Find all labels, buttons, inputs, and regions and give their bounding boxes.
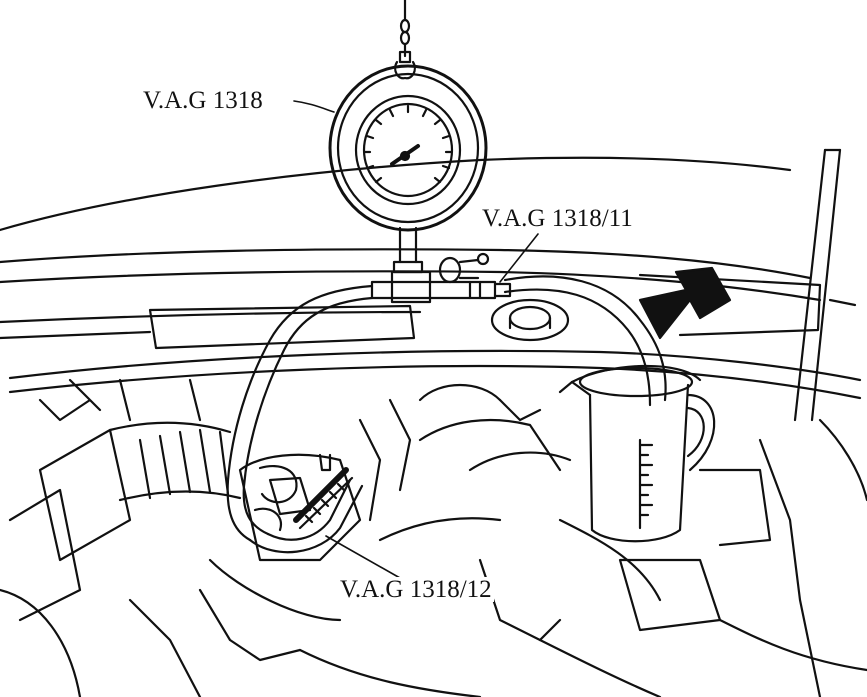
leader-adapter12 <box>325 535 401 579</box>
leader-adapter11 <box>499 233 539 283</box>
adapter-1318-11 <box>370 252 512 304</box>
hanger-chain <box>394 0 416 80</box>
adapter-11-label: V.A.G 1318/11 <box>480 205 635 232</box>
engine-components <box>0 298 867 697</box>
pressure-gauge <box>328 64 488 274</box>
gauge-label: V.A.G 1318 <box>143 87 263 114</box>
leader-lines <box>293 100 539 579</box>
leader-gauge <box>293 100 335 113</box>
measuring-cup <box>558 364 716 543</box>
hoses <box>226 275 667 554</box>
adapter-12-label: V.A.G 1318/12 <box>338 576 494 603</box>
direction-arrow <box>638 266 732 340</box>
adapter-1318-12 <box>253 464 354 532</box>
hood-outline <box>0 148 862 422</box>
